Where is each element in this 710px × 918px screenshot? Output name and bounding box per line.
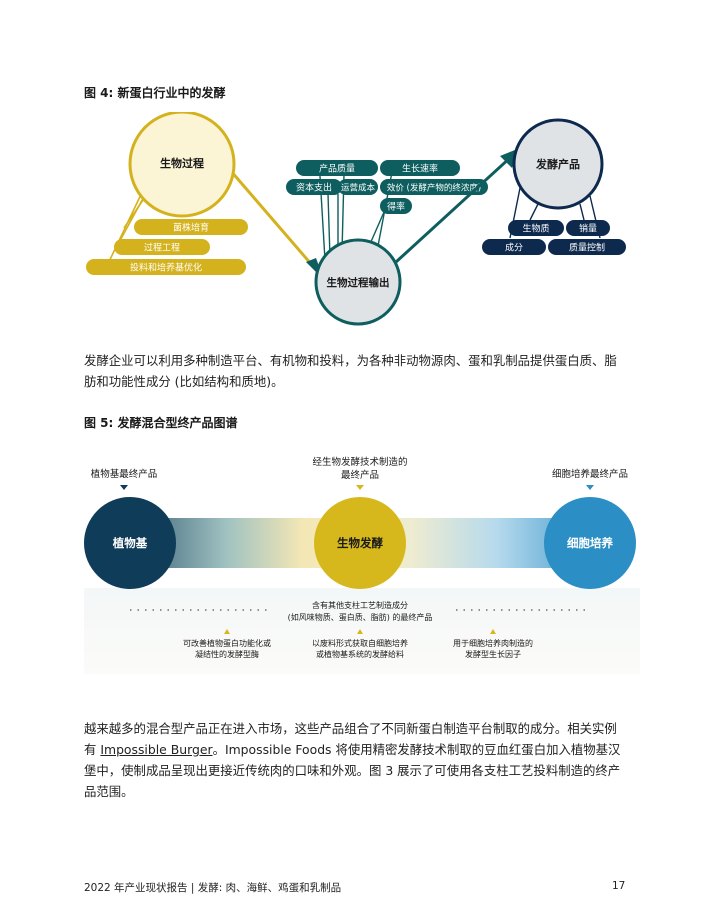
- circle-plant-based: [84, 497, 176, 589]
- paragraph-1: 发酵企业可以利用多种制造平台、有机物和投料，为各种非动物源肉、蛋和乳制品提供蛋白…: [84, 353, 617, 389]
- metric-titer: 效价 (发酵产物的终浓度): [387, 183, 481, 194]
- output-label: 生物过程输出: [327, 276, 390, 289]
- paragraph-2-part-2: 。Impossible Foods 将使用精密发酵技术制取的豆血红蛋白加入植物基…: [84, 742, 621, 799]
- page-number: 17: [612, 880, 626, 892]
- attr-biomass: 生物质: [522, 223, 549, 235]
- attr-sales: 销量: [579, 223, 597, 235]
- impossible-burger-link[interactable]: Impossible Burger: [100, 742, 213, 757]
- mid-text-1: 含有其他支柱工艺制造成分: [312, 600, 408, 610]
- tri-bottom-center: [357, 629, 363, 634]
- mid-text-2: (如风味物质、蛋白质、脂肪) 的最终产品: [288, 612, 433, 622]
- bottom-right-2: 发酵型生长因子: [465, 649, 521, 659]
- marker-left: [120, 485, 128, 490]
- circle-cultivated-label: 细胞培养: [567, 536, 613, 550]
- circle-plant-based-label: 植物基: [112, 536, 148, 550]
- bio-input-2: 过程工程: [144, 242, 180, 254]
- metric-growth: 生长速率: [402, 163, 438, 175]
- circle-cultivated: [544, 497, 636, 589]
- attr-ingredient: 成分: [505, 242, 523, 254]
- label-fermentation-products-1: 经生物发酵技术制造的: [312, 456, 407, 468]
- figure-5-diagram: 植物基最终产品 经生物发酵技术制造的 最终产品 细胞培养最终产品 植物基 生物发…: [84, 448, 640, 674]
- label-cultivated-products: 细胞培养最终产品: [552, 468, 628, 480]
- paragraph-2: 越来越多的混合型产品正在进入市场，这些产品组合了不同新蛋白制造平台制取的成分。相…: [84, 718, 629, 802]
- circle-fermentation-label: 生物发酵: [337, 536, 383, 550]
- label-fermentation-products-2: 最终产品: [341, 469, 379, 481]
- metric-yield: 得率: [387, 201, 405, 213]
- metric-quality: 产品质量: [319, 163, 355, 175]
- bottom-left-1: 可改善植物蛋白功能化或: [183, 638, 271, 648]
- bio-input-1: 菌株培育: [173, 222, 209, 234]
- footer-text: 2022 年产业现状报告 | 发酵: 肉、海鲜、鸡蛋和乳制品: [84, 882, 342, 894]
- bottom-center-2: 或植物基系统的发酵给料: [316, 649, 404, 659]
- bottom-right-1: 用于细胞培养肉制造的: [453, 638, 533, 648]
- tri-bottom-left: [224, 629, 230, 634]
- bottom-center-1: 以废料形式获取自细胞培养: [312, 638, 408, 648]
- metric-opex: 运营成本: [341, 183, 376, 194]
- paragraph-2-part-1: 越来越多的混合型产品正在进入市场，这些产品组合了不同新蛋白制造平台制取的成分。相…: [84, 721, 617, 757]
- product-label: 发酵产品: [535, 157, 580, 171]
- tri-bottom-right: [490, 629, 496, 634]
- bio-input-pills: 菌株培育 过程工程 投料和培养基优化: [86, 219, 248, 275]
- marker-right: [586, 485, 594, 490]
- output-circle: [314, 238, 402, 326]
- figure-4-diagram: 生物过程 菌株培育 过程工程 投料和培养基优化 产品质量 生长速率 资本支出 运…: [86, 112, 626, 326]
- metric-capex: 资本支出: [296, 182, 332, 194]
- label-plant-based-products: 植物基最终产品: [91, 468, 158, 480]
- bottom-left-2: 凝结性的发酵型酶: [195, 649, 259, 659]
- bioprocess-label: 生物过程: [160, 156, 204, 170]
- product-circle: [512, 118, 604, 210]
- marker-center: [356, 485, 364, 490]
- figure-4-title: 图 4: 新蛋白行业中的发酵: [84, 86, 226, 100]
- figure-5-title: 图 5: 发酵混合型终产品图谱: [84, 416, 238, 430]
- circle-fermentation: [314, 497, 406, 589]
- bioprocess-circle: [128, 112, 236, 218]
- attr-qc: 质量控制: [569, 242, 605, 254]
- bio-input-3: 投料和培养基优化: [130, 262, 202, 274]
